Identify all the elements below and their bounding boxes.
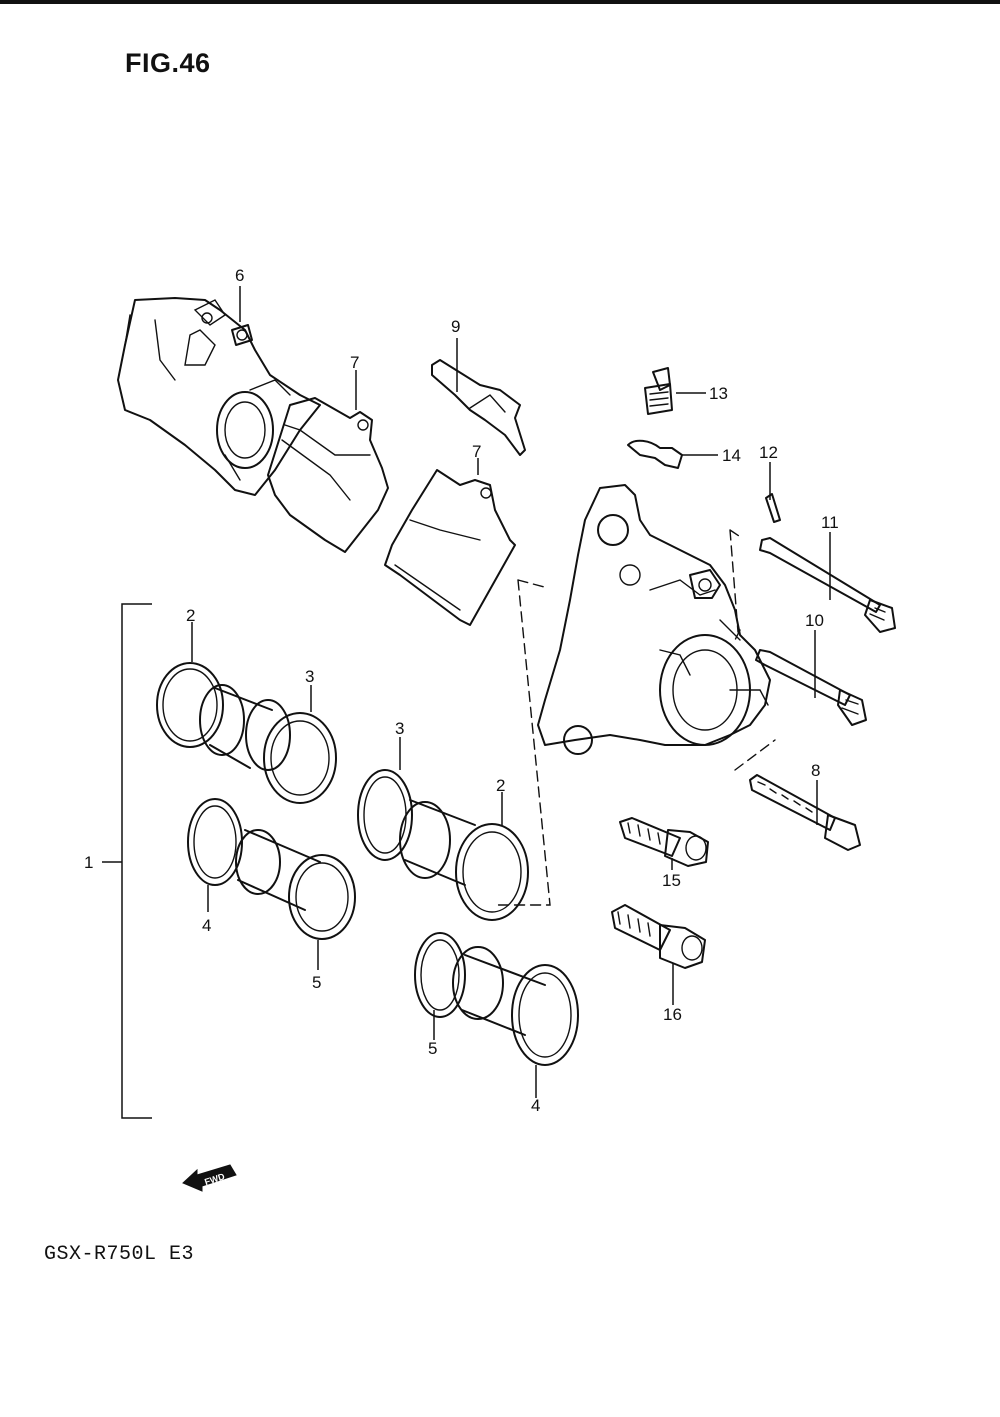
dust-seal-5-lower <box>414 932 466 1018</box>
callout-14: 14 <box>722 446 741 465</box>
callout-1: 1 <box>84 853 93 872</box>
piston-seal-4-left <box>187 798 243 886</box>
piston-seal-4-lower <box>511 964 579 1066</box>
brake-pad-7-left <box>267 397 389 553</box>
cotter-pin-12 <box>765 493 781 523</box>
callout-5-lower: 5 <box>428 1039 437 1058</box>
pad-spring-9 <box>431 359 526 456</box>
callout-13: 13 <box>709 384 728 403</box>
callout-7-right: 7 <box>472 442 481 461</box>
caliper-outer-half <box>117 297 321 496</box>
dust-seal-5-left <box>288 854 356 940</box>
bleeder-screw-13 <box>644 367 673 415</box>
piston-seal-2-upper <box>156 662 224 748</box>
bolt-16 <box>611 904 706 969</box>
callout-3-middle: 3 <box>395 719 404 738</box>
dust-seal-3-upper <box>263 712 337 804</box>
bolt-10 <box>755 649 867 726</box>
piston-lower-left <box>235 829 321 911</box>
bleed-nipple-6 <box>231 324 253 346</box>
pad-pin-11 <box>759 537 896 633</box>
brake-pad-7-right <box>384 469 516 626</box>
callout-12: 12 <box>759 443 778 462</box>
callout-8: 8 <box>811 761 820 780</box>
callout-15: 15 <box>662 871 681 890</box>
callout-10: 10 <box>805 611 824 630</box>
piston-upper <box>199 684 291 771</box>
callout-2-middle: 2 <box>496 776 505 795</box>
callout-5-left: 5 <box>312 973 321 992</box>
dust-seal-3-middle <box>357 769 413 861</box>
figure-title: FIG.46 <box>125 48 211 78</box>
bleeder-cap-14 <box>627 439 683 469</box>
piston-lower-right <box>452 946 546 1036</box>
callout-6: 6 <box>235 266 244 285</box>
bolt-15 <box>619 817 709 867</box>
callout-4-left: 4 <box>202 916 211 935</box>
callout-7-left: 7 <box>350 353 359 372</box>
piston-seal-2-middle <box>455 823 529 921</box>
callout-11: 11 <box>821 513 839 532</box>
callout-3-upper: 3 <box>305 667 314 686</box>
callout-16: 16 <box>663 1005 682 1024</box>
piston-middle <box>399 799 476 886</box>
bolt-8 <box>749 774 861 851</box>
model-code: GSX-R750L E3 <box>44 1243 195 1266</box>
leader-lines <box>191 286 831 1098</box>
forward-arrow-icon: FWD <box>182 1164 237 1192</box>
callout-2-upper: 2 <box>186 606 195 625</box>
callout-9: 9 <box>451 317 460 336</box>
set-bracket-1 <box>102 603 152 1119</box>
callout-4-lower: 4 <box>531 1096 540 1115</box>
caliper-inner-half <box>537 484 771 755</box>
top-border-rule <box>0 0 1000 4</box>
